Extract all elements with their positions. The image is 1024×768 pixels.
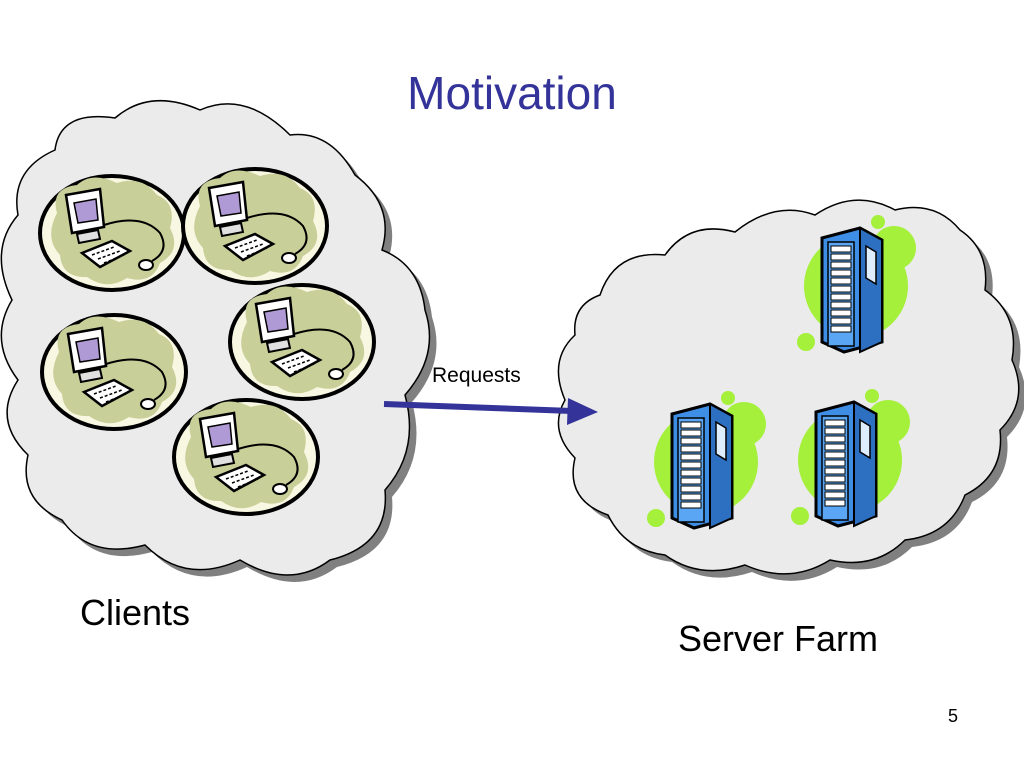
requests-label: Requests <box>432 364 521 387</box>
client-computer-icon <box>172 398 320 516</box>
client-computer-icon <box>40 313 188 431</box>
slide-title: Motivation <box>407 67 617 119</box>
server-farm-label: Server Farm <box>678 618 879 659</box>
clients-label: Clients <box>80 592 191 633</box>
server-farm-cloud <box>557 199 1024 581</box>
client-computer-icon <box>228 283 376 401</box>
client-computer-icon <box>181 167 329 285</box>
client-computer-icon <box>38 174 186 292</box>
page-number: 5 <box>948 706 959 726</box>
requests-arrow <box>383 398 598 425</box>
